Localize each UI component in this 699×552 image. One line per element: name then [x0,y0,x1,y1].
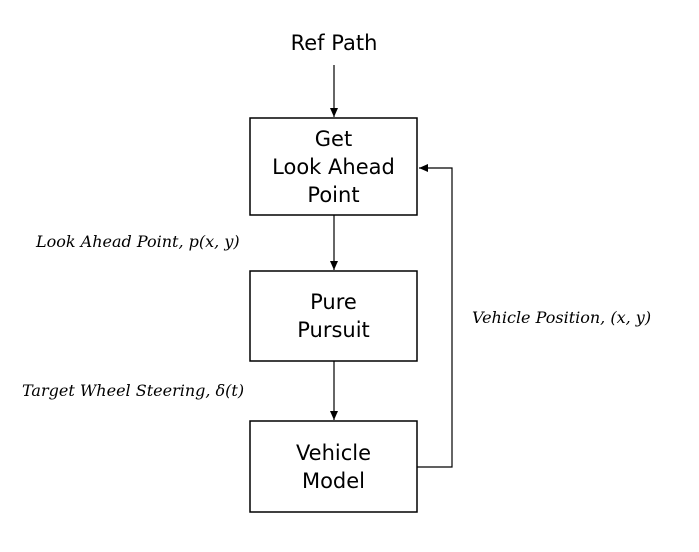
ref-path-label: Ref Path [290,31,378,55]
get-look-ahead-label: Get Look Ahead Point [272,126,395,207]
vehicle-model-block [249,420,418,513]
look-ahead-point-label: Look Ahead Point, p(x, y) [36,232,240,251]
vehicle-position-feedback-arrow [417,164,453,468]
vehicle-model-label: Vehicle Model [295,440,372,493]
get-look-ahead-block [249,117,418,216]
pure-pursuit-block [249,270,418,362]
target-wheel-steering-label: Target Wheel Steering, δ(t) [22,381,245,400]
pure-pursuit-label: Pure Pursuit [297,290,370,342]
vehicle-position-label: Vehicle Position, (x, y) [472,308,652,327]
